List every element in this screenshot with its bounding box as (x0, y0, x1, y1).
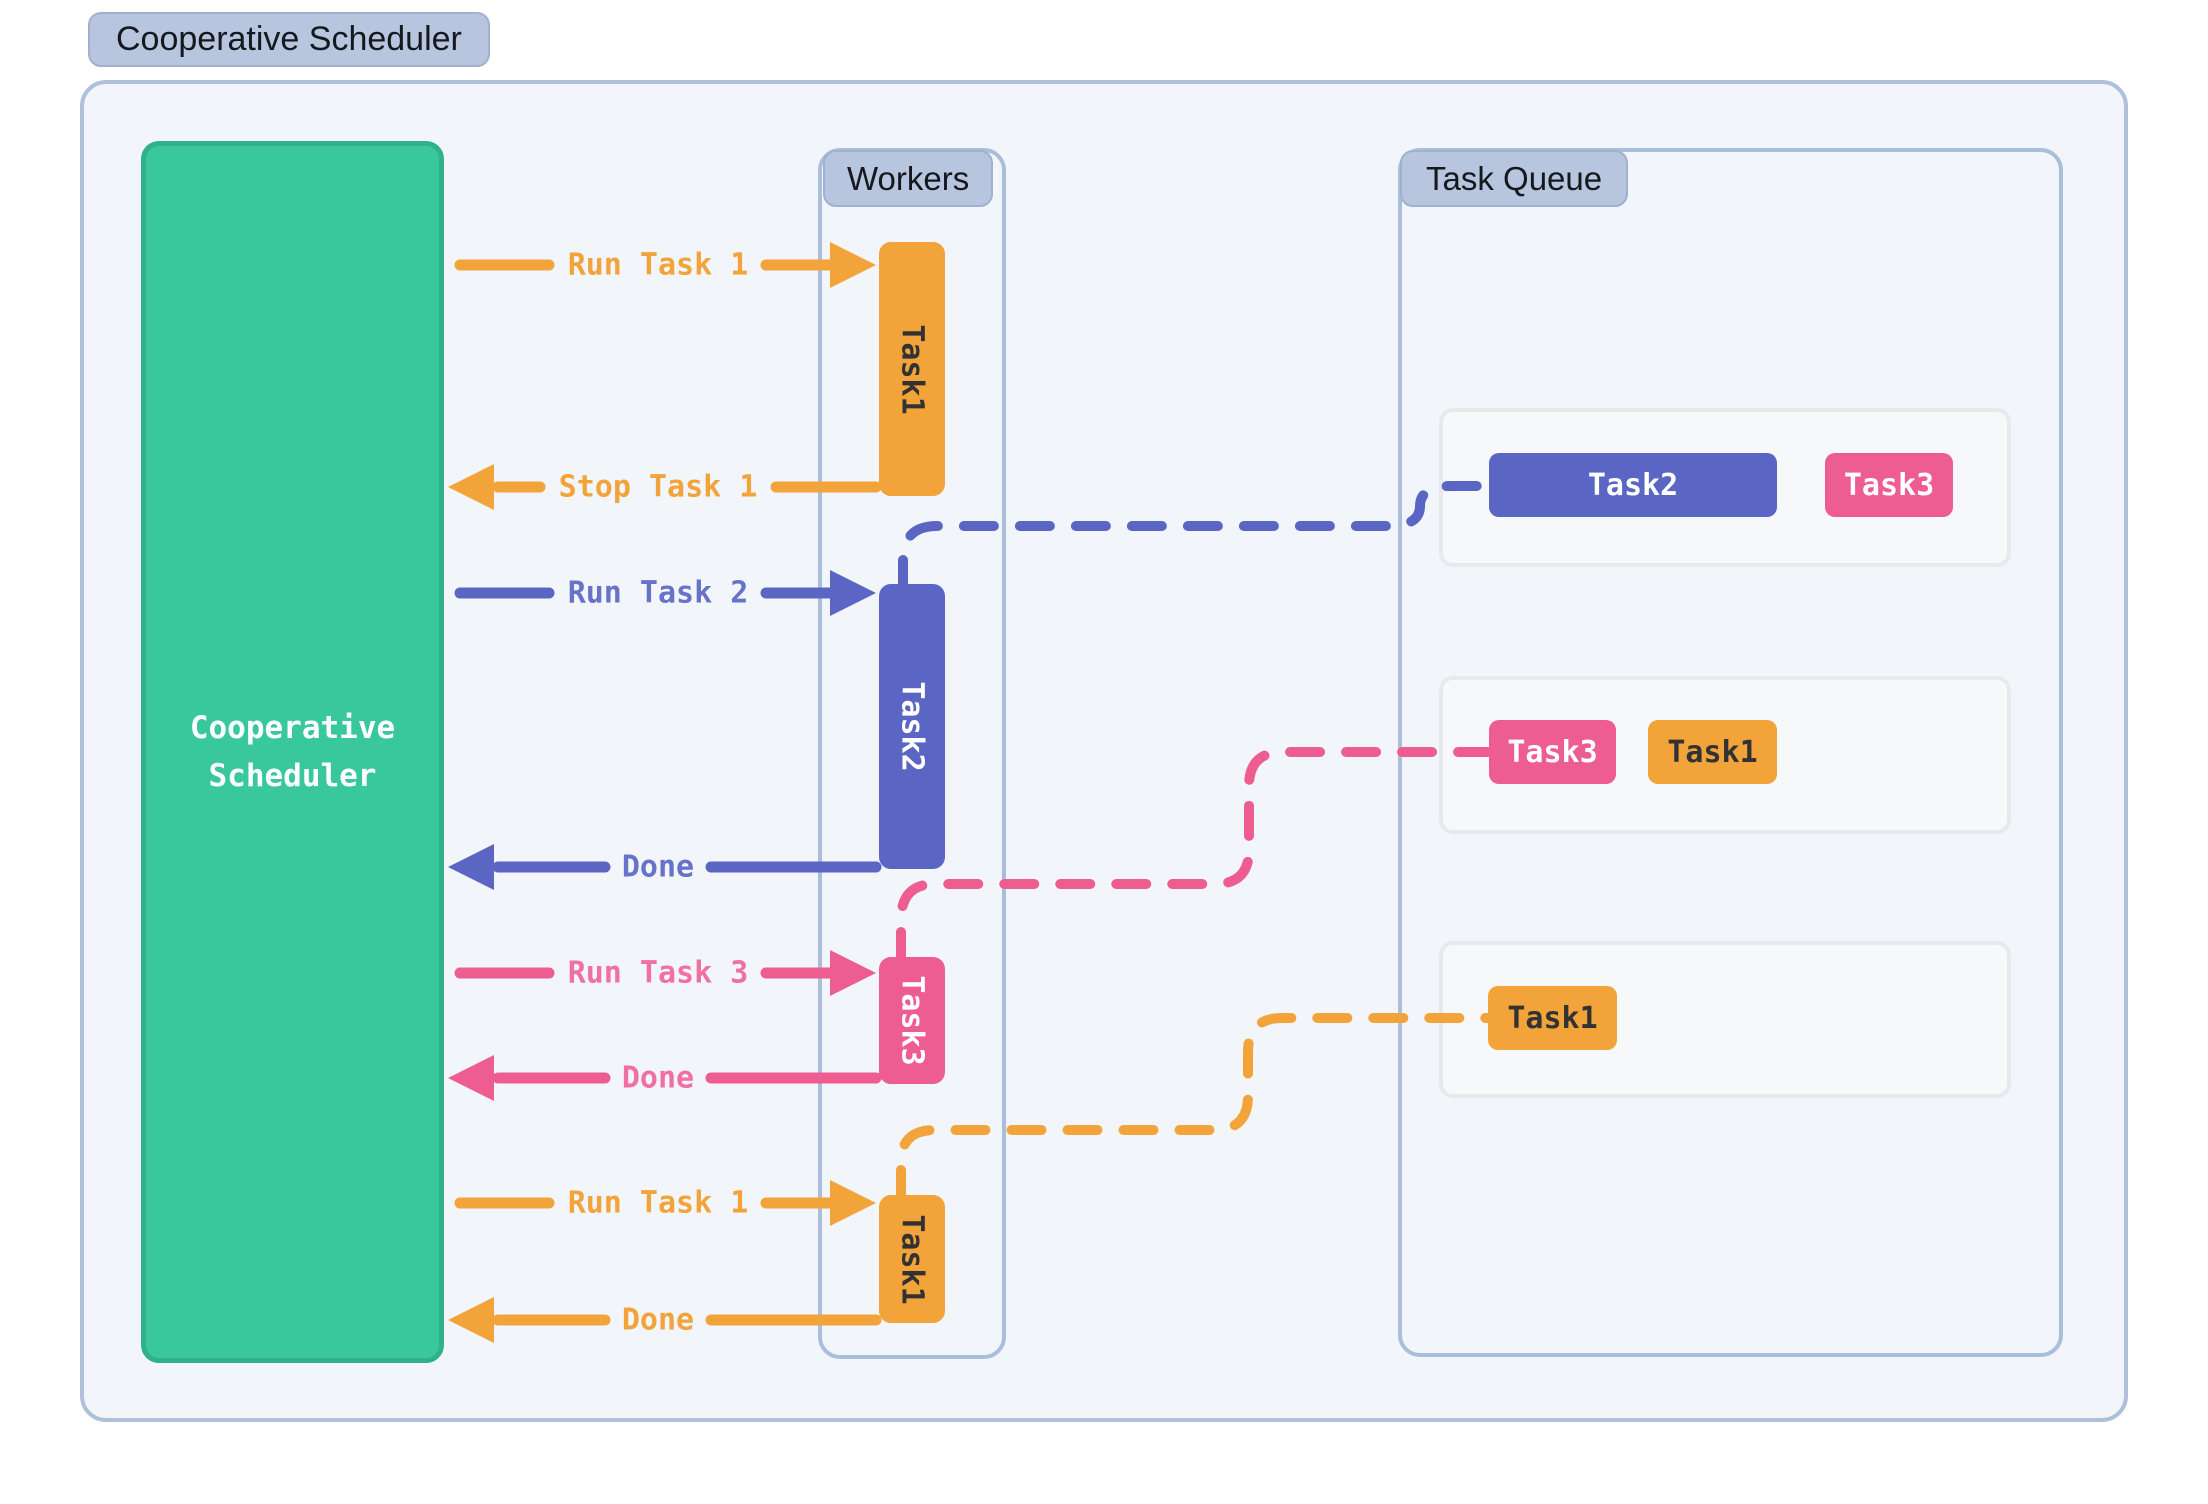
cooperative-scheduler-node: Cooperative Scheduler (141, 141, 444, 1363)
message-done-task-1b: Done (621, 1302, 695, 1338)
worker-bar-task1-label: Task1 (894, 323, 930, 415)
message-run-task-3: Run Task 3 (567, 955, 749, 991)
queue-item-task1-slot3-label: Task1 (1507, 1000, 1598, 1036)
worker-bar-task1: Task1 (879, 242, 945, 496)
workers-badge: Workers (823, 150, 994, 207)
workers-title: Workers (847, 159, 970, 197)
message-run-task-1: Run Task 1 (567, 247, 749, 283)
worker-bar-task3: Task3 (879, 957, 945, 1084)
queue-item-task3-slot2-label: Task3 (1507, 734, 1598, 770)
queue-item-task2-label: Task2 (1587, 467, 1679, 503)
cooperative-scheduler-label: Cooperative Scheduler (189, 710, 396, 794)
worker-bar-task2-label: Task2 (894, 681, 930, 772)
queue-item-task3-slot1: Task3 (1825, 453, 1953, 517)
message-done-task-2: Done (621, 849, 695, 885)
message-run-task-2: Run Task 2 (567, 575, 749, 611)
worker-bar-task1b: Task1 (879, 1195, 945, 1323)
message-stop-task-1: Stop Task 1 (558, 469, 758, 505)
message-done-task-3: Done (621, 1060, 695, 1096)
worker-bar-task2: Task2 (879, 584, 945, 869)
queue-item-task3-slot2: Task3 (1489, 720, 1616, 784)
worker-bar-task3-label: Task3 (894, 975, 930, 1066)
queue-item-task1-slot2: Task1 (1648, 720, 1777, 784)
task-queue-title: Task Queue (1426, 159, 1603, 197)
task-queue-badge: Task Queue (1400, 150, 1629, 207)
diagram-title: Cooperative Scheduler (116, 20, 462, 58)
queue-item-task3-slot1-label: Task3 (1843, 467, 1935, 503)
queue-item-task1-slot2-label: Task1 (1667, 734, 1758, 770)
queue-item-task1-slot3: Task1 (1488, 986, 1617, 1050)
message-run-task-1b: Run Task 1 (567, 1185, 749, 1221)
worker-bar-task1b-label: Task1 (894, 1213, 930, 1305)
diagram-title-badge: Cooperative Scheduler (88, 12, 490, 67)
queue-item-task2: Task2 (1489, 453, 1777, 517)
